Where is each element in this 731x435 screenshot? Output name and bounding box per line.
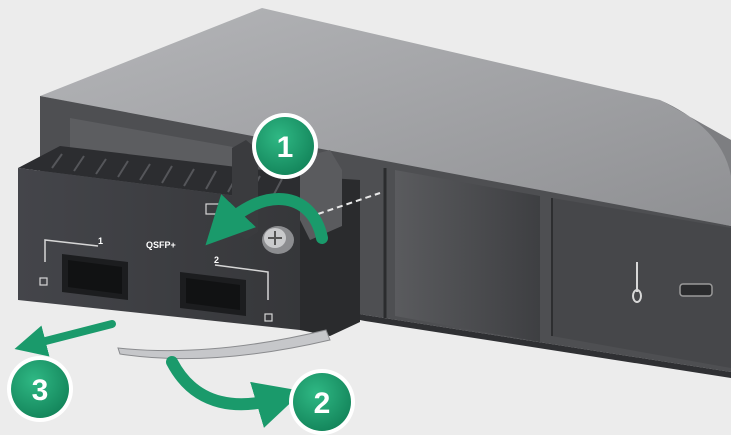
port-2-led (264, 313, 273, 322)
empty-slot-center (395, 170, 540, 342)
filler-handle (679, 283, 713, 297)
screwdriver-slot-icon (632, 262, 642, 303)
step-2-swing-arrow (166, 356, 303, 428)
port-2-bracket (214, 264, 269, 300)
step-3-badge: 3 (7, 356, 73, 422)
captive-screw (262, 226, 294, 254)
svg-text:2: 2 (314, 387, 331, 420)
step-2-badge: 2 (289, 369, 355, 435)
step-1-rotate-arrow (205, 193, 328, 246)
qsfp-label: QSFP+ (146, 240, 176, 250)
chassis-top-surface (40, 8, 731, 226)
qsfp-port-2 (180, 272, 246, 316)
svg-text:1: 1 (277, 131, 294, 164)
pull-handle (117, 329, 331, 360)
step-1-badge: 1 (252, 113, 318, 179)
qsfp-port-1 (62, 254, 128, 300)
port-1-bracket (44, 239, 99, 262)
svg-text:3: 3 (32, 374, 49, 407)
filler-panel (552, 198, 731, 368)
step-3-pull-arrow (14, 320, 116, 357)
port-2-label: 2 (214, 255, 219, 265)
chassis-corner (660, 100, 731, 176)
latch-axis (317, 192, 381, 215)
port-1-label: 1 (98, 236, 103, 246)
chassis-bottom-edge (40, 250, 731, 378)
interface-module: 1 QSFP+ 2 (18, 140, 381, 360)
port-1-led (39, 277, 48, 286)
